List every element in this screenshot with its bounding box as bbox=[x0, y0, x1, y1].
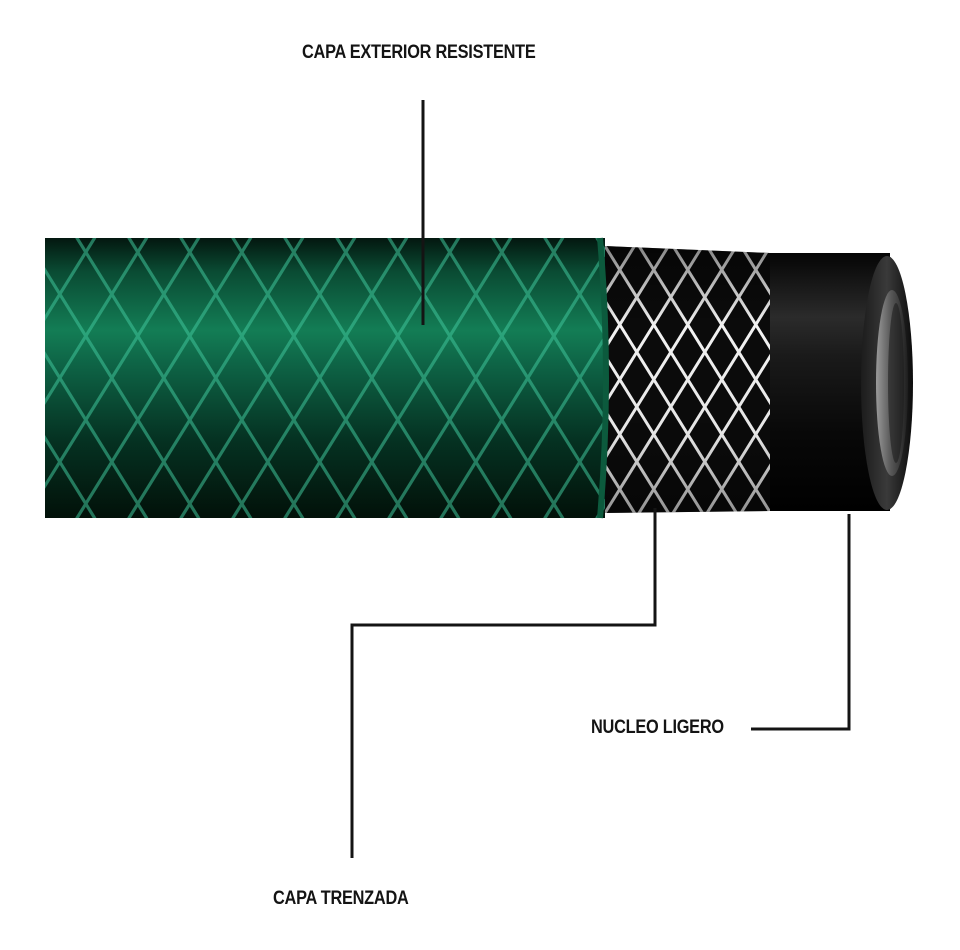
label-light-core: NUCLEO LIGERO bbox=[591, 717, 724, 738]
outer-layer bbox=[45, 237, 609, 519]
leader-line-braid bbox=[350, 508, 657, 858]
label-braided-layer: CAPA TRENZADA bbox=[273, 888, 409, 909]
leader-lines bbox=[350, 100, 851, 858]
label-outer-layer: CAPA EXTERIOR RESISTENTE bbox=[302, 42, 536, 63]
braided-layer bbox=[605, 246, 770, 513]
leader-line-core bbox=[751, 514, 851, 731]
